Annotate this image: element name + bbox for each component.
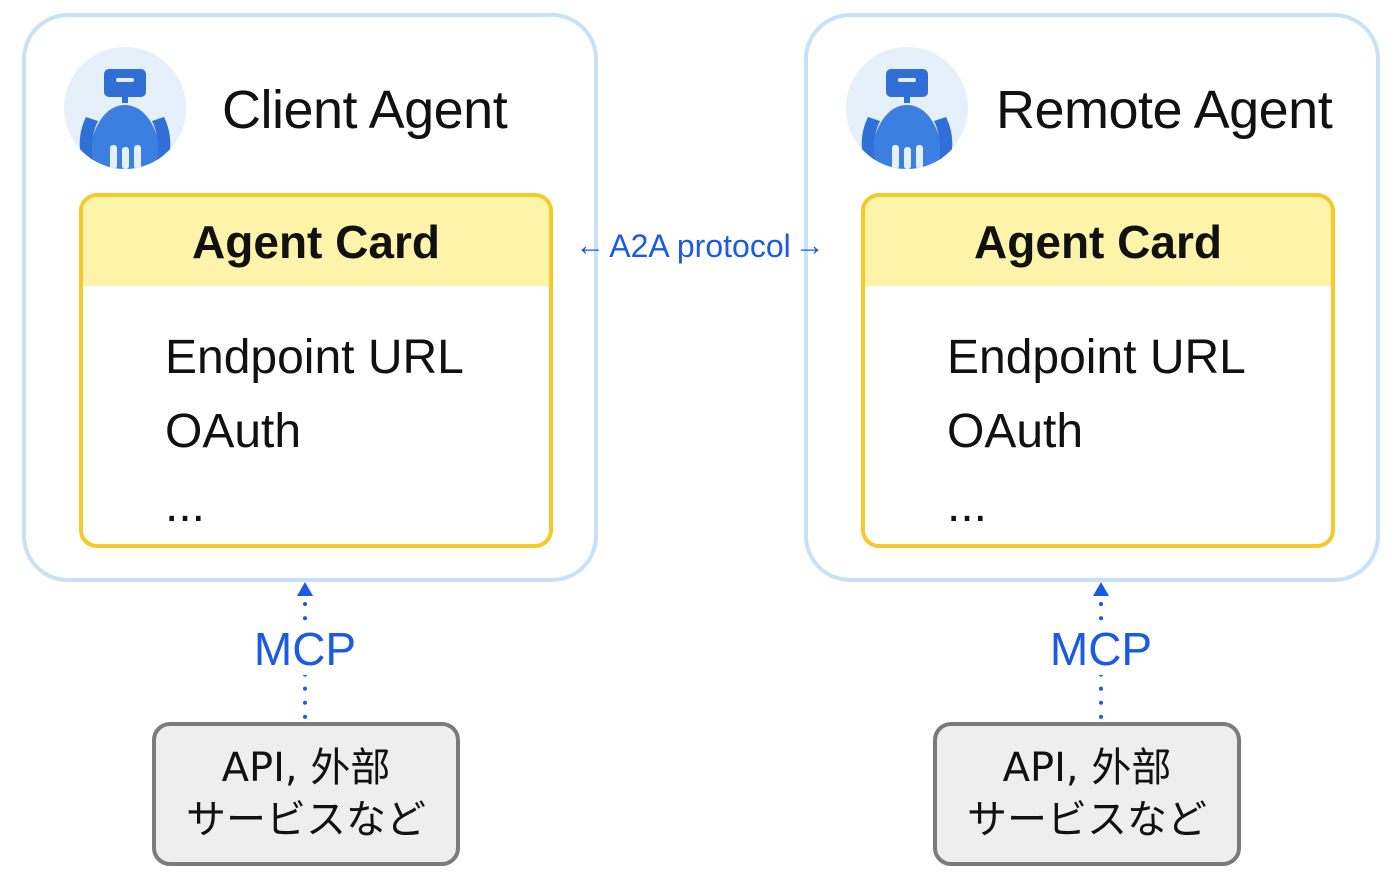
oauth-item: OAuth — [165, 405, 302, 458]
ellipsis-item: ... — [947, 479, 988, 532]
service-line-2: サービスなど — [967, 797, 1207, 843]
agent-card-items: Endpoint URL OAuth ... — [165, 321, 464, 543]
client-mcp-link: MCP — [245, 580, 365, 725]
remote-agent-panel: Remote Agent Agent Card Endpoint URL OAu… — [804, 13, 1380, 582]
client-agent-panel: Client Agent Agent Card Endpoint URL OAu… — [22, 13, 598, 582]
robot-icon — [846, 47, 968, 169]
client-agent-card: Agent Card Endpoint URL OAuth ... — [79, 193, 553, 548]
robot-icon — [64, 47, 186, 169]
client-external-services-box: API, 外部 サービスなど — [152, 722, 460, 866]
remote-mcp-link: MCP — [1041, 580, 1161, 725]
arrow-up-icon — [297, 582, 313, 725]
arrow-up-icon — [1093, 582, 1109, 725]
agent-card-items: Endpoint URL OAuth ... — [947, 321, 1246, 543]
mcp-label: MCP — [245, 623, 365, 675]
client-agent-title: Client Agent — [222, 80, 508, 140]
oauth-item: OAuth — [947, 405, 1084, 458]
agent-card-header: Agent Card — [865, 197, 1331, 286]
endpoint-url-item: Endpoint URL — [947, 331, 1246, 384]
a2a-protocol-label: A2A protocol — [609, 227, 791, 264]
remote-external-services-box: API, 外部 サービスなど — [933, 722, 1241, 866]
arrow-left-icon: ← — [575, 229, 606, 262]
ellipsis-item: ... — [165, 479, 206, 532]
arrow-right-icon: → — [794, 229, 825, 262]
remote-agent-card: Agent Card Endpoint URL OAuth ... — [861, 193, 1335, 548]
remote-agent-title: Remote Agent — [996, 80, 1333, 140]
agent-card-header: Agent Card — [83, 197, 549, 286]
endpoint-url-item: Endpoint URL — [165, 331, 464, 384]
mcp-label: MCP — [1041, 623, 1161, 675]
service-line-1: API, 外部 — [1002, 745, 1172, 791]
service-line-2: サービスなど — [186, 797, 426, 843]
a2a-protocol-link: ← A2A protocol → — [562, 226, 838, 266]
service-line-1: API, 外部 — [221, 745, 391, 791]
